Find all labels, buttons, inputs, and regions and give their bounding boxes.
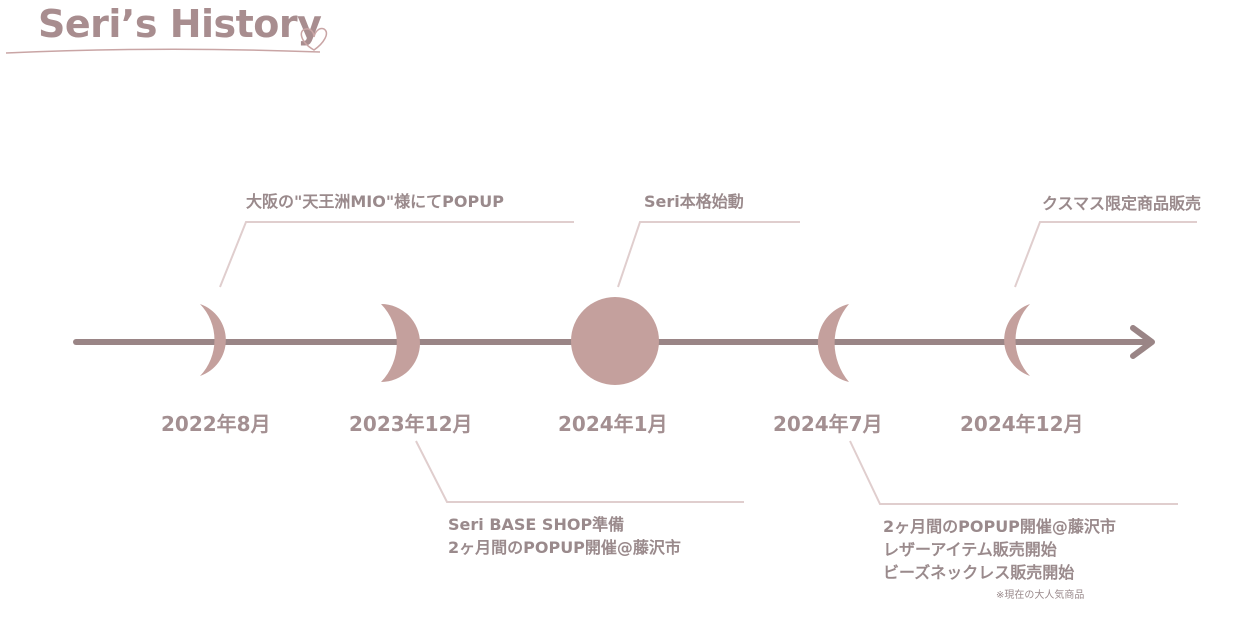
- moon-waxing-crescent-icon: [200, 304, 226, 376]
- event-2023-12-base-shop: Seri BASE SHOP準備: [448, 515, 625, 534]
- events-2024-7: 2ヶ月間のPOPUP開催@藤沢市 レザーアイテム販売開始 ビーズネックレス販売開…: [883, 515, 1116, 584]
- date-2023-12: 2023年12月: [349, 412, 473, 436]
- event-2024-1-launch: Seri本格始動: [644, 192, 744, 211]
- event-2024-7-beads: ビーズネックレス販売開始: [883, 563, 1075, 582]
- event-2024-7-popup: 2ヶ月間のPOPUP開催@藤沢市: [883, 517, 1116, 536]
- event-2024-7-leather: レザーアイテム販売開始: [883, 540, 1057, 559]
- connector-2023-12: [415, 440, 744, 503]
- date-2022-8: 2022年8月: [161, 412, 271, 436]
- timeline-arrowhead: [1130, 325, 1155, 359]
- event-2024-7-note: ※現在の大人気商品: [996, 590, 1085, 601]
- connector-2024-12: [1014, 221, 1197, 288]
- events-2023-12: Seri BASE SHOP準備 2ヶ月間のPOPUP開催@藤沢市: [448, 513, 681, 559]
- event-2023-12-popup: 2ヶ月間のPOPUP開催@藤沢市: [448, 538, 681, 557]
- event-2022-8-popup: 大阪の"天王洲MIO"様にてPOPUP: [246, 192, 504, 211]
- moon-waning-crescent-icon: [1004, 304, 1030, 376]
- moon-waning-gibbous-icon: [817, 304, 849, 382]
- connector-2024-1: [617, 221, 800, 288]
- connector-2024-7: [849, 440, 1178, 505]
- heart-icon: [300, 27, 328, 51]
- moon-full-icon: [571, 297, 659, 385]
- connector-2022-8: [219, 221, 574, 288]
- event-2024-12-xmas: クスマス限定商品販売: [1042, 194, 1202, 213]
- moon-waxing-gibbous-icon: [381, 304, 420, 382]
- page-title: Seri’s History: [38, 2, 322, 46]
- date-2024-12: 2024年12月: [960, 412, 1084, 436]
- title-underline: [5, 48, 321, 54]
- date-2024-7: 2024年7月: [773, 412, 883, 436]
- date-2024-1: 2024年1月: [558, 412, 668, 436]
